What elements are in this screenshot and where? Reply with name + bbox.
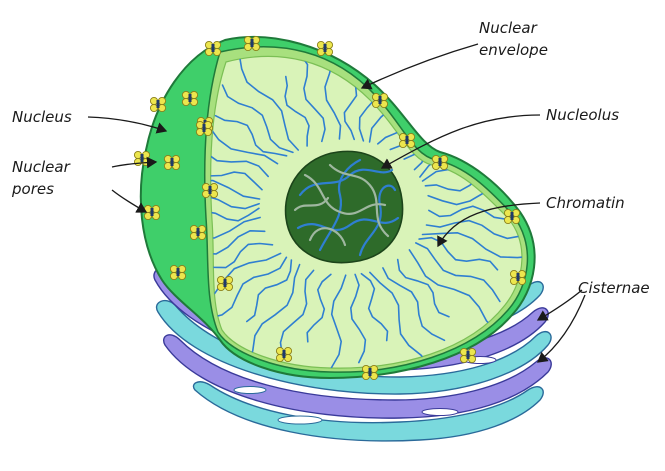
- cisterna-layer-4: [163, 334, 552, 419]
- chromatin-fiber: [284, 75, 310, 147]
- chromatin-fiber: [408, 249, 498, 333]
- chromatin-fiber: [210, 207, 260, 226]
- chromatin-fiber: [319, 56, 342, 140]
- nuclear-pore-icon: [459, 347, 477, 364]
- arrow-icon: [111, 156, 158, 169]
- nuclear-pore-icon: [189, 224, 207, 241]
- chromatin-fiber: [210, 133, 269, 178]
- chromatin-fiber: [279, 269, 315, 356]
- chromatin-fiber: [349, 273, 367, 364]
- chromatin-fiber: [415, 242, 501, 303]
- nuclear-pore-icon: [163, 154, 181, 171]
- chromatin-fiber: [425, 219, 522, 240]
- chromatin-fiber: [300, 56, 326, 143]
- label-nucleolus: Nucleolus: [546, 106, 619, 124]
- nuclear-pore-icon: [275, 346, 293, 363]
- label-nuclear-envelope-line2: envelope: [479, 41, 548, 59]
- chromatin-fiber: [382, 267, 446, 342]
- nuclear-pore-icon: [371, 92, 389, 109]
- label-chromatin: Chromatin: [546, 194, 625, 212]
- chromatin-fiber: [221, 84, 294, 154]
- arrow-icon: [111, 189, 148, 213]
- label-nuclear-envelope-line1: Nuclear: [479, 19, 538, 37]
- nuclear-pore-icon: [143, 204, 161, 221]
- chromatin-fiber: [326, 274, 347, 369]
- chromatin-fiber: [210, 216, 261, 254]
- nuclear-pore-icon: [361, 364, 379, 381]
- chromatin-fiber: [210, 242, 274, 273]
- label-nuclear-pores-line1: Nuclear: [12, 158, 71, 176]
- nuclear-pore-icon: [201, 182, 219, 199]
- nuclear-pore-icon: [503, 208, 521, 225]
- arrow-icon: [536, 294, 586, 363]
- cisterna-layer-3: [155, 299, 552, 395]
- chromatin-fiber: [428, 205, 518, 220]
- arrow-icon: [87, 116, 168, 134]
- label-nuclear-pores-line2: pores: [11, 180, 54, 198]
- chromatin-fiber: [210, 108, 279, 165]
- nuclear-pore-icon: [243, 35, 261, 52]
- label-nucleus: Nucleus: [12, 108, 72, 126]
- arrow-icon: [360, 43, 479, 90]
- cisterna-gap: [421, 408, 459, 416]
- arrow-icon: [536, 289, 583, 321]
- nuclear-pore-icon: [204, 40, 222, 57]
- nuclear-pore-icon: [149, 96, 167, 113]
- chromatin-fiber: [210, 155, 263, 191]
- nuclear-pores: [133, 35, 527, 381]
- nuclear-pore-icon: [169, 264, 187, 281]
- arrow-icon: [380, 114, 541, 169]
- nuclear-pore-icon: [181, 90, 199, 107]
- chromatin-fiber: [418, 236, 499, 271]
- leader-lines: [87, 43, 586, 363]
- labels: Nuclear envelope Nucleus Nuclear pores N…: [11, 19, 650, 297]
- chromatin-fiber: [306, 273, 332, 343]
- cisterna-layer-5: [192, 381, 544, 442]
- arrow-icon: [437, 202, 541, 248]
- chromatin-fiber: [246, 259, 293, 323]
- nucleolus: [284, 150, 404, 264]
- nuclear-pore-icon: [431, 154, 449, 171]
- nuclear-pore-icon: [398, 132, 416, 149]
- chromatin-fiber: [360, 272, 389, 342]
- nuclear-pore-icon: [316, 40, 334, 57]
- chromatin-fiber: [214, 114, 288, 157]
- chromatin-fiber: [421, 231, 522, 260]
- chromatin-fiber: [248, 263, 301, 365]
- chromatin-fiber: [210, 167, 261, 200]
- chromatin-fiber: [210, 256, 288, 320]
- nuclear-pore-icon: [216, 275, 234, 292]
- chromatin-fiber: [396, 258, 450, 318]
- chromatin-fiber: [238, 56, 299, 151]
- cisterna-gap: [277, 415, 323, 425]
- label-cisternae: Cisternae: [578, 279, 650, 297]
- nucleolus-fibers: [293, 158, 400, 257]
- nuclear-pore-icon: [509, 269, 527, 286]
- nuclear-pore-icon: [195, 120, 213, 137]
- chromatin-fiber: [369, 271, 431, 368]
- cisterna-gap: [233, 386, 267, 394]
- chromatin-fiber: [210, 194, 260, 210]
- chromatin-fiber: [210, 229, 266, 267]
